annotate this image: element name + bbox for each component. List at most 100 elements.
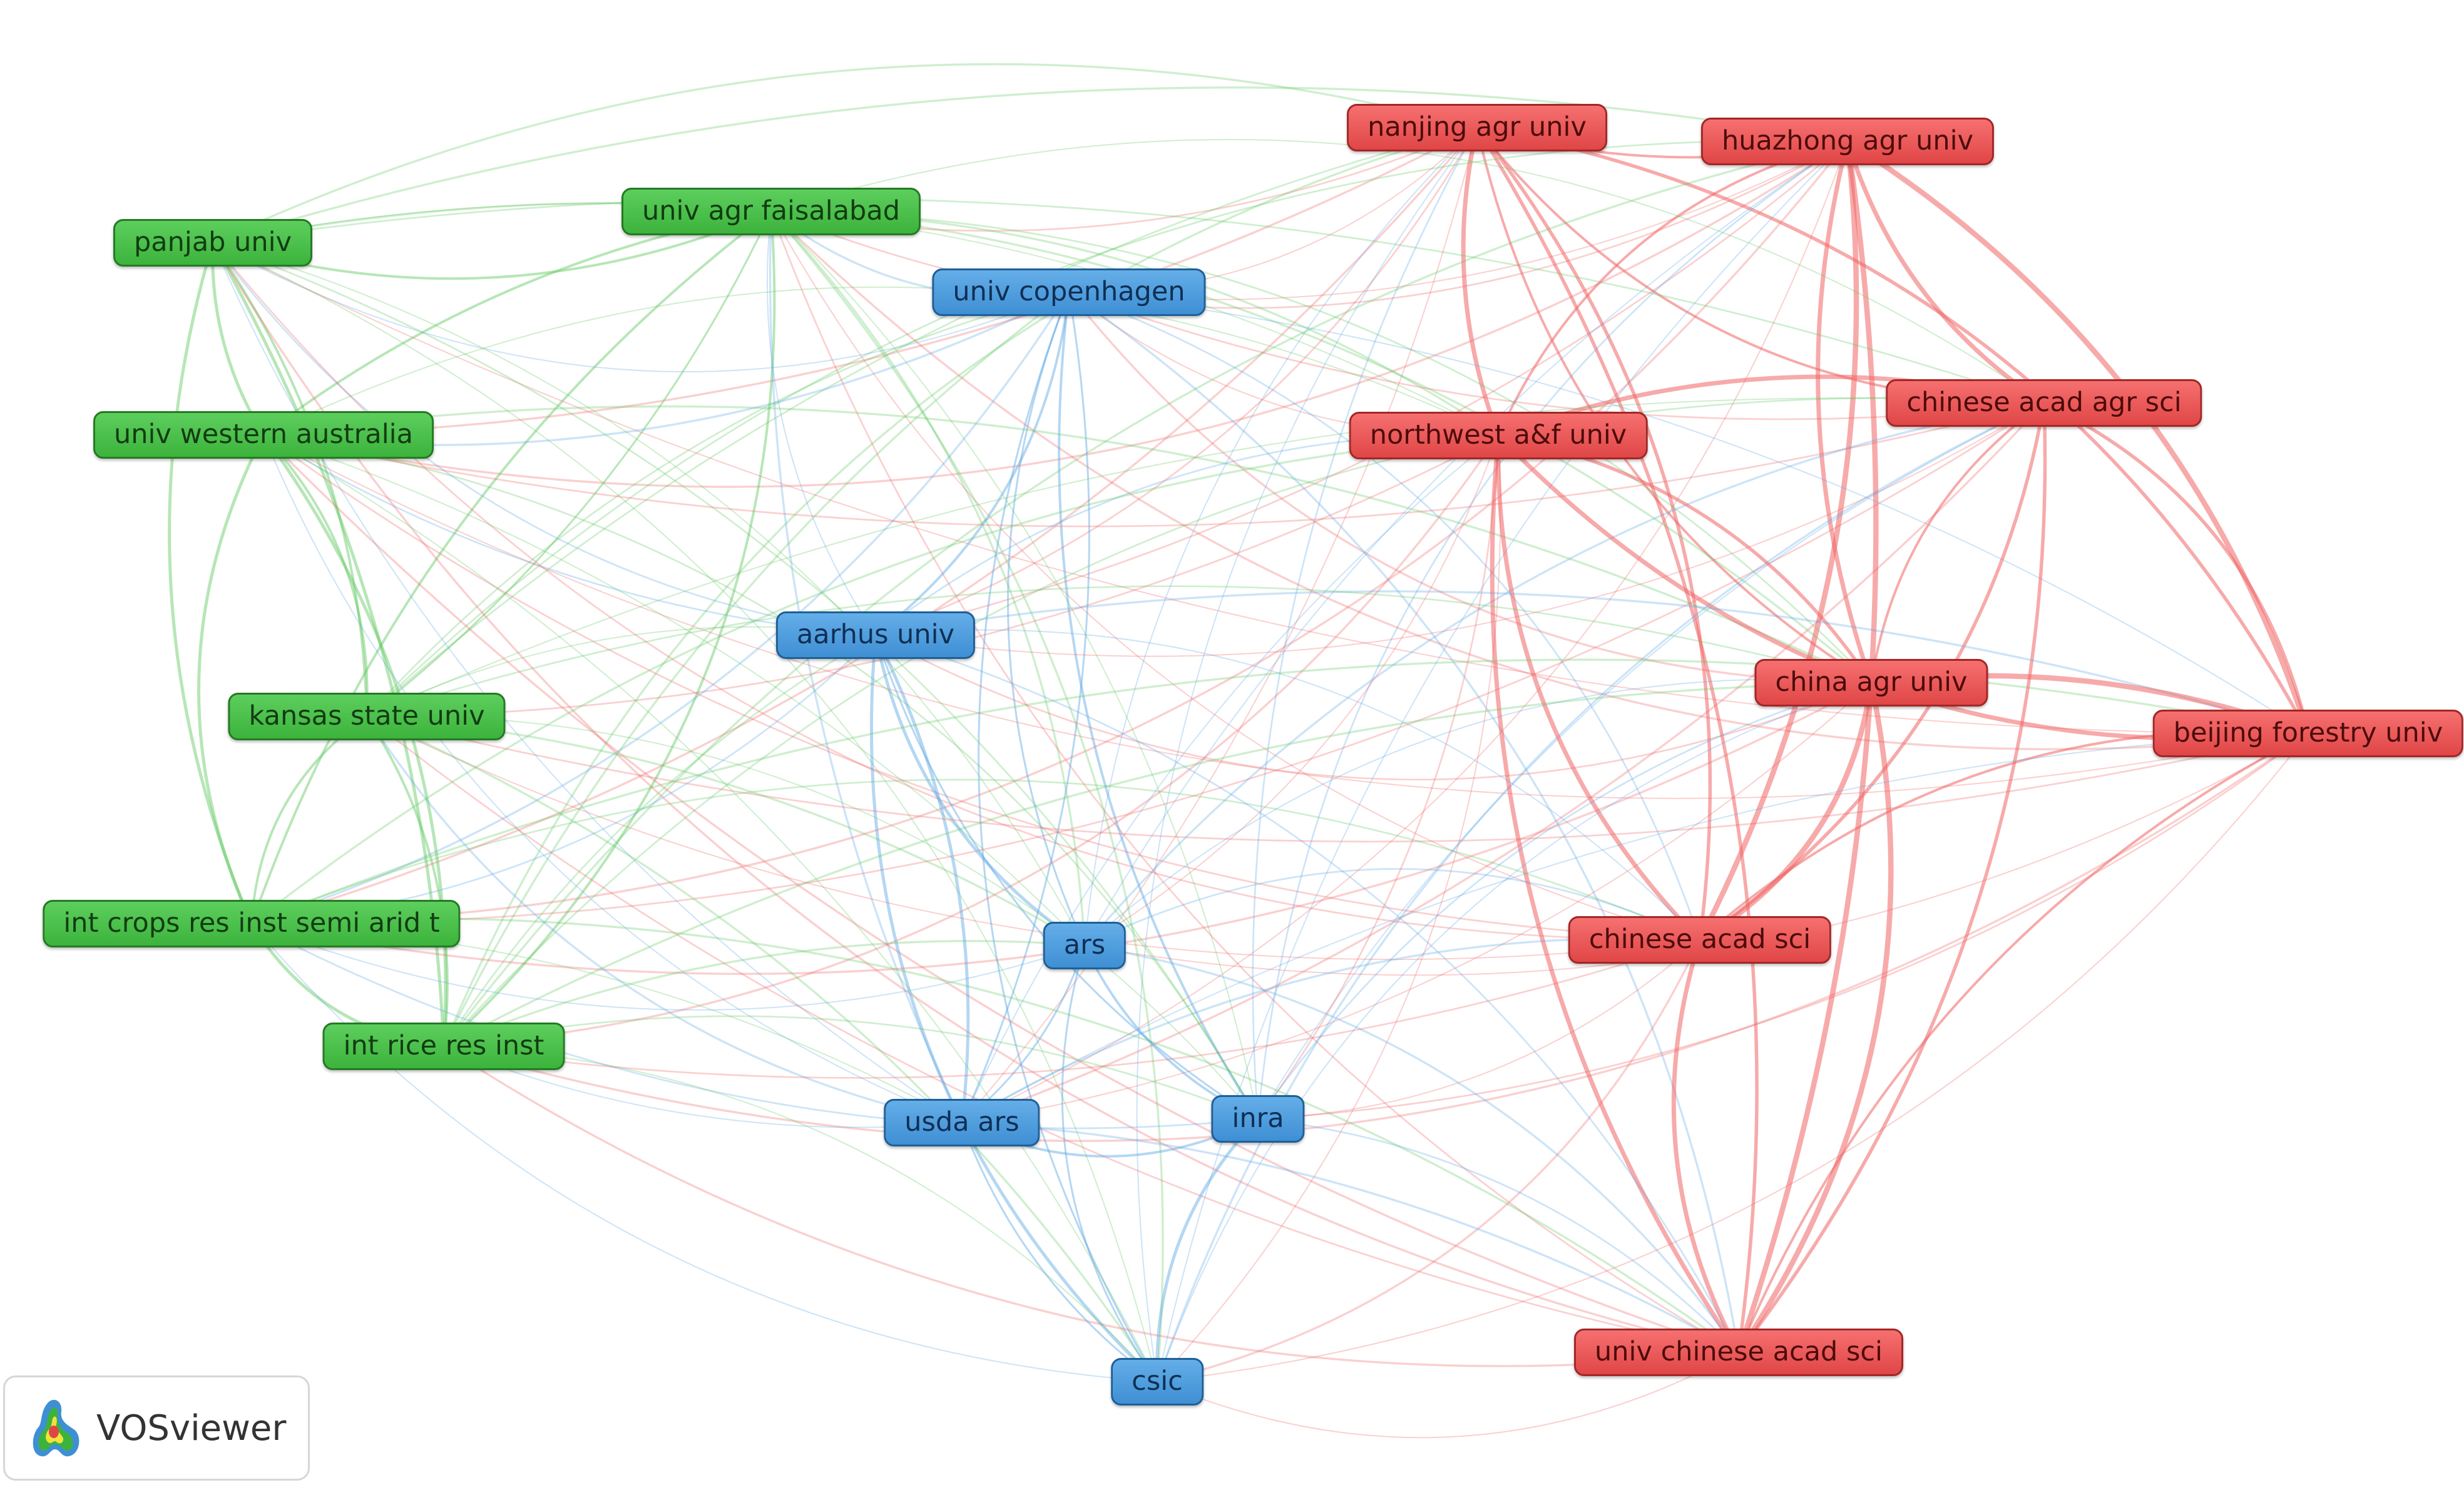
link-usda-csic xyxy=(961,1122,1158,1383)
node-icrisat[interactable]: int crops res inst semi arid t xyxy=(43,900,461,947)
node-copenhagen[interactable]: univ copenhagen xyxy=(932,268,1206,316)
link-ars-irri xyxy=(443,940,1085,1048)
link-uwa-aarhus xyxy=(263,434,876,636)
link-cau-kansas xyxy=(366,585,1872,718)
link-panjab-csic xyxy=(212,242,1158,1382)
link-nanjing-ucas xyxy=(1475,126,1759,1353)
link-panjab-ars xyxy=(212,242,1085,946)
link-uwa-ars xyxy=(263,434,1085,946)
link-icrisat-ars xyxy=(251,923,1085,1011)
node-caas[interactable]: chinese acad agr sci xyxy=(1886,379,2202,427)
link-aarhus-irri xyxy=(442,634,876,1047)
node-nanjing[interactable]: nanjing agr univ xyxy=(1347,104,1607,151)
link-aarhus-cau xyxy=(875,634,1872,781)
link-uwa-nwafu xyxy=(263,286,1499,436)
link-faisalabad-kansas xyxy=(366,211,772,718)
node-panjab[interactable]: panjab univ xyxy=(113,219,313,267)
link-huazhong-icrisat xyxy=(251,140,1849,925)
link-uwa-usda xyxy=(263,434,963,1123)
node-uwa[interactable]: univ western australia xyxy=(93,411,434,459)
node-nwafu[interactable]: northwest a&f univ xyxy=(1349,412,1648,459)
link-copenhagen-kansas xyxy=(366,291,1070,717)
link-faisalabad-icrisat xyxy=(250,210,772,924)
link-irri-inra xyxy=(443,1015,1259,1120)
link-huazhong-uwa xyxy=(263,140,1848,488)
link-panjab-inra xyxy=(212,242,1259,1120)
link-ars-csic xyxy=(1061,945,1158,1382)
node-cas[interactable]: chinese acad sci xyxy=(1568,916,1832,964)
node-csic[interactable]: csic xyxy=(1111,1358,1204,1406)
node-huazhong[interactable]: huazhong agr univ xyxy=(1700,118,1995,165)
link-nwafu-icrisat xyxy=(250,434,1499,925)
link-copenhagen-icrisat xyxy=(251,292,1070,925)
link-panjab-bfu xyxy=(212,242,2309,735)
link-ucas-csic xyxy=(1157,1352,1739,1439)
link-nwafu-irri xyxy=(443,435,1500,1048)
node-aarhus[interactable]: aarhus univ xyxy=(775,611,976,659)
link-caas-cau xyxy=(1870,402,2045,683)
link-kansas-inra xyxy=(366,715,1259,1120)
link-copenhagen-irri xyxy=(442,291,1070,1047)
node-inra[interactable]: inra xyxy=(1211,1095,1305,1143)
link-uwa-csic xyxy=(263,434,1158,1382)
link-nanjing-uwa xyxy=(263,126,1478,436)
link-nanjing-bfu xyxy=(1476,126,2310,735)
link-kansas-cas xyxy=(366,716,1700,961)
link-icrisat-ucas xyxy=(251,917,1739,1354)
link-faisalabad-cas xyxy=(770,211,1700,941)
link-kansas-ucas xyxy=(366,715,1739,1354)
link-panjab-ucas xyxy=(212,242,1739,1354)
link-huazhong-irri xyxy=(442,140,1848,1048)
link-panjab-aarhus xyxy=(212,242,876,636)
link-panjab-copenhagen xyxy=(212,242,1070,373)
link-faisalabad-irri xyxy=(442,211,776,1048)
node-ucas[interactable]: univ chinese acad sci xyxy=(1574,1329,1903,1376)
link-nwafu-ucas xyxy=(1490,435,1741,1354)
link-bfu-csic xyxy=(1157,733,2309,1382)
link-kansas-irri xyxy=(366,715,449,1047)
link-cau-usda xyxy=(961,682,1872,1123)
link-nanjing-usda xyxy=(961,127,1478,1123)
link-panjab-cau xyxy=(212,202,1873,684)
link-huazhong-bfu xyxy=(1846,139,2311,735)
link-uwa-bfu xyxy=(263,434,2309,799)
node-ars[interactable]: ars xyxy=(1043,922,1127,969)
link-caas-aarhus xyxy=(875,402,2045,657)
node-cau[interactable]: china agr univ xyxy=(1754,659,1988,707)
link-nanjing-nwafu xyxy=(1461,127,1501,437)
link-huazhong-csic xyxy=(1157,141,1848,1382)
node-faisalabad[interactable]: univ agr faisalabad xyxy=(621,188,921,235)
link-copenhagen-inra xyxy=(1058,292,1259,1120)
link-caas-uwa xyxy=(263,402,2045,528)
link-caas-csic xyxy=(1156,402,2045,1382)
link-faisalabad-caas xyxy=(770,138,2045,404)
link-panjab-uwa xyxy=(211,242,265,436)
link-nwafu-usda xyxy=(961,435,1499,1123)
link-caas-inra xyxy=(1257,402,2045,1120)
link-copenhagen-aarhus xyxy=(874,292,1070,636)
link-caas-ucas xyxy=(1737,402,2047,1354)
node-irri[interactable]: int rice res inst xyxy=(322,1023,565,1070)
link-huazhong-cau xyxy=(1816,141,1874,684)
link-bfu-inra xyxy=(1257,732,2309,1120)
link-huazhong-usda xyxy=(961,141,1848,1123)
vosviewer-logo-text: VOSviewer xyxy=(96,1407,287,1449)
link-faisalabad-usda xyxy=(769,211,963,1123)
link-nwafu-csic xyxy=(1157,435,1501,1382)
link-cas-irri xyxy=(443,939,1700,1079)
link-copenhagen-bfu xyxy=(1068,292,2309,734)
node-kansas[interactable]: kansas state univ xyxy=(228,693,506,740)
link-cas-ucas xyxy=(1671,939,1741,1354)
link-caas-icrisat xyxy=(251,402,2045,925)
link-panjab-caas xyxy=(212,197,2045,404)
node-usda[interactable]: usda ars xyxy=(884,1099,1040,1146)
link-cau-csic xyxy=(1157,682,1872,1382)
vosviewer-logo: VOSviewer xyxy=(3,1375,310,1481)
link-faisalabad-csic xyxy=(770,210,1164,1382)
link-aarhus-ucas xyxy=(875,634,1740,1353)
node-bfu[interactable]: beijing forestry univ xyxy=(2152,710,2464,757)
link-faisalabad-aarhus xyxy=(766,211,876,636)
link-icrisat-inra xyxy=(251,922,1259,1130)
